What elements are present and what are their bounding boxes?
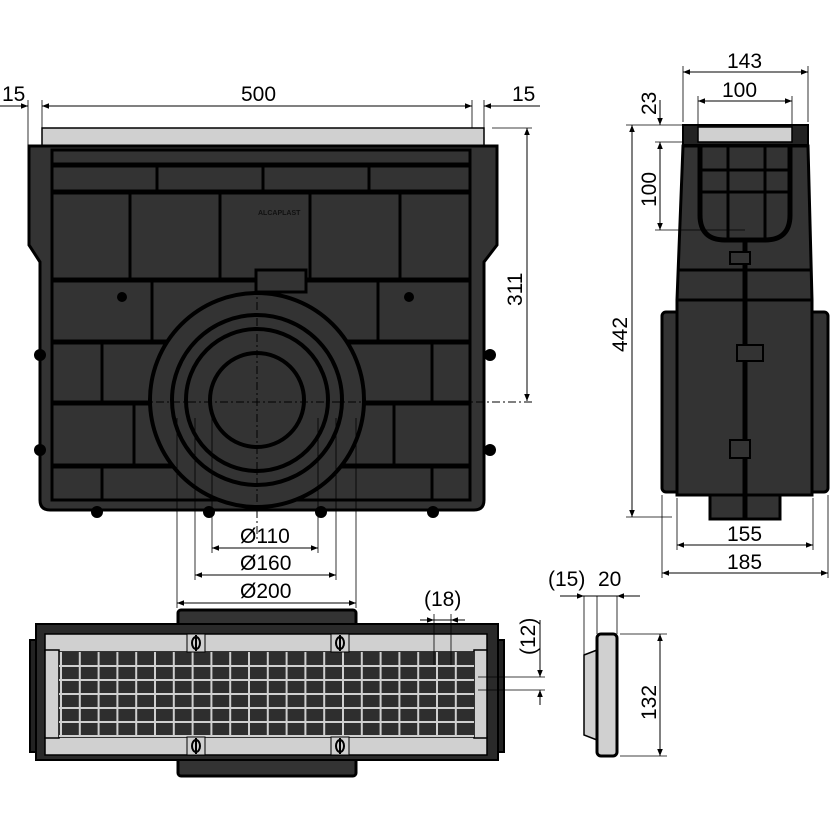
dim-d160: Ø160	[240, 552, 291, 575]
front-view: ALCAPLAST 15 500 15 311	[0, 83, 540, 608]
dim-right-overhang: 15	[512, 83, 535, 106]
grate-bar-top	[44, 633, 488, 653]
dim-d110: Ø110	[240, 525, 290, 548]
dim-d200: Ø200	[240, 580, 291, 603]
dimension-diameters: Ø110 Ø160 Ø200	[176, 418, 357, 608]
dim-grate-height: 23	[638, 92, 661, 115]
grate-dimensions: (18) (12)	[420, 588, 545, 705]
grate-top-strip	[41, 127, 485, 147]
dim-bottom-width: 155	[727, 523, 762, 546]
side-view: 143 100 23 100 442 155 185	[609, 50, 830, 578]
screws	[186, 633, 350, 756]
top-view: (18) (12)	[29, 588, 545, 778]
dim-max-width: 185	[727, 551, 762, 574]
grate-bar-bottom	[44, 736, 488, 756]
dimension-width: 15 500 15	[0, 83, 540, 145]
dim-total-height: 442	[609, 317, 632, 352]
dim-slot-pitch: (18)	[424, 588, 461, 611]
dimension-outlet-height: 311	[492, 127, 532, 401]
fixing-hole	[404, 292, 414, 302]
dim-inner-width: 100	[722, 79, 757, 102]
side-dimensions: 143 100 23 100 442 155 185	[609, 50, 829, 578]
grate-section: (15) 20 132	[548, 568, 667, 758]
dim-outlet-height: 311	[504, 273, 527, 306]
grate-cap	[697, 126, 793, 143]
dim-grate-width: 132	[638, 685, 661, 720]
grate-section-body	[595, 632, 619, 758]
dim-grate-thickness: 20	[598, 568, 621, 591]
grate-section-profile	[583, 648, 598, 742]
dim-bar-pitch: (12)	[517, 618, 540, 655]
grate-bar-right	[473, 649, 488, 739]
dim-grate-overhang: (15)	[548, 568, 585, 591]
logo: ALCAPLAST	[258, 210, 301, 217]
fixing-hole	[117, 292, 127, 302]
dim-width: 500	[241, 83, 276, 106]
dim-basket-depth: 100	[638, 172, 661, 207]
grate-grid	[59, 652, 474, 737]
dim-left-overhang: 15	[2, 83, 25, 106]
grate-bar-left	[44, 649, 60, 739]
dim-top-width: 143	[727, 50, 762, 73]
